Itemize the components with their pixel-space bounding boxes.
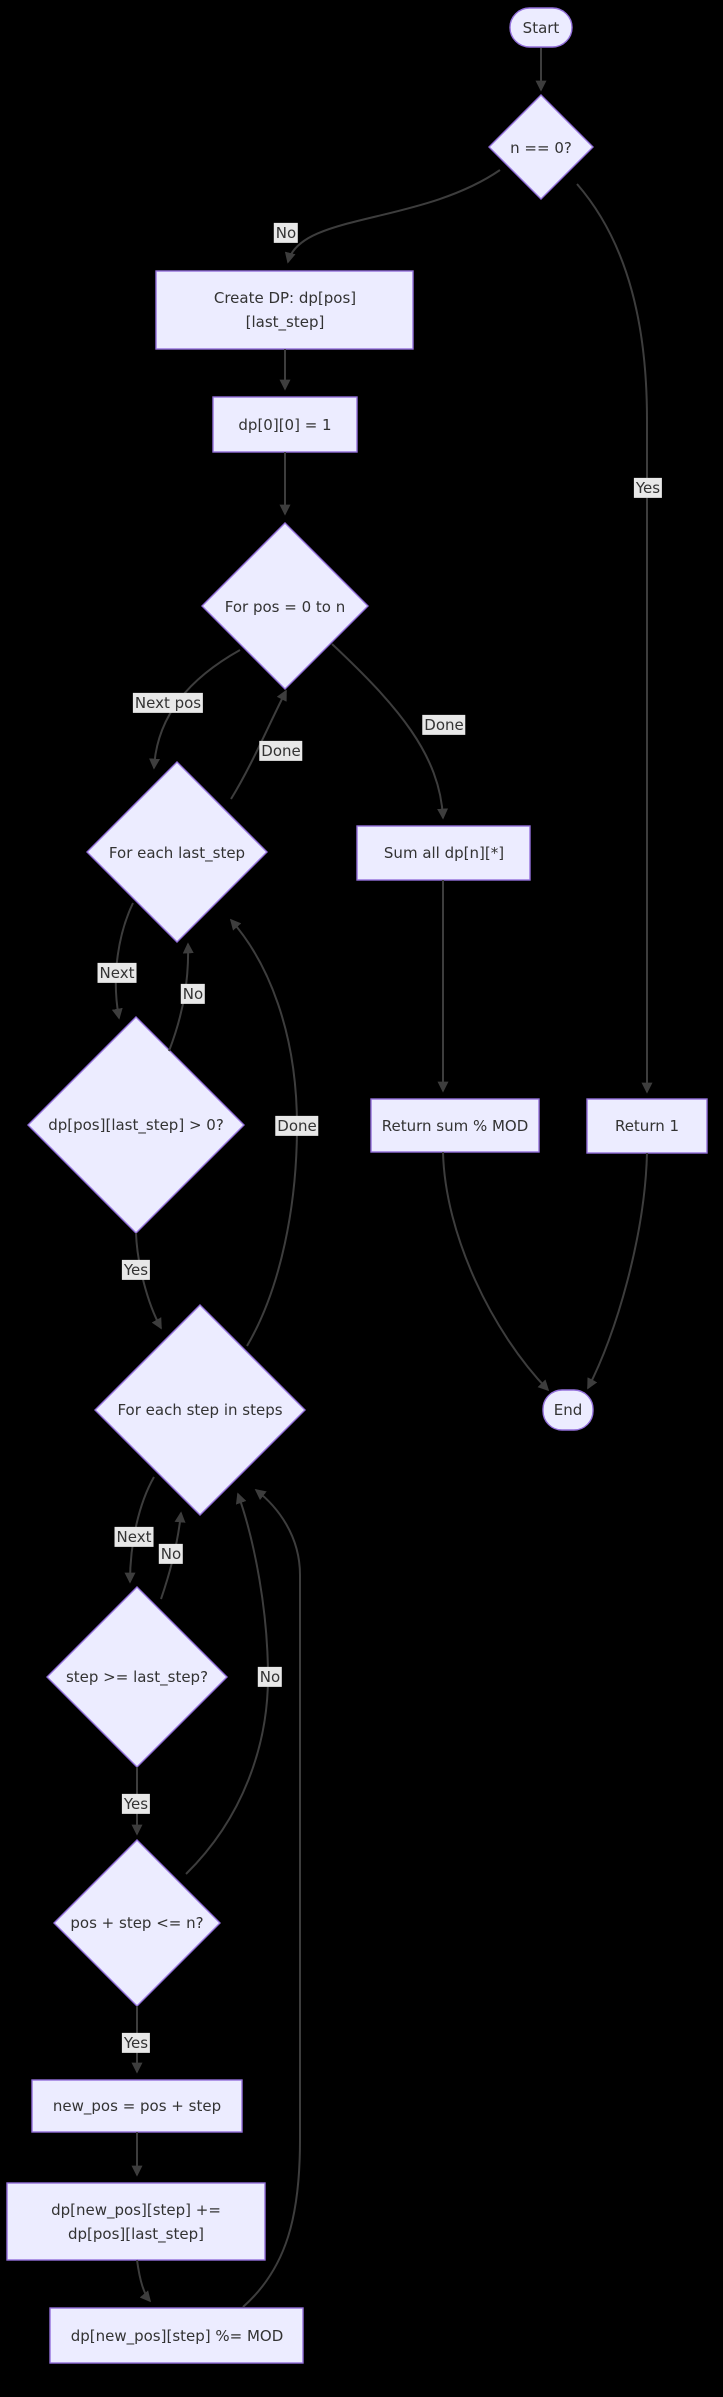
edge-dp-gt0-yes-to-for-step bbox=[135, 1232, 162, 1330]
return-sum-node-shape bbox=[370, 1098, 540, 1153]
return-1-node-shape bbox=[586, 1098, 708, 1154]
edge-for-pos-nextpos-to-for-last bbox=[149, 649, 241, 770]
edge-for-step-next-to-step-ge bbox=[124, 1476, 155, 1584]
mod-node-shape bbox=[49, 2307, 304, 2364]
step-ge-diamond-shape bbox=[46, 1586, 228, 1768]
edge-for-last-done-to-for-pos bbox=[230, 689, 287, 800]
edge-check-n-no-to-create-dp bbox=[284, 169, 501, 264]
edge-return-sum-to-end bbox=[442, 1151, 550, 1392]
update-node-shape bbox=[6, 2182, 266, 2261]
edge-for-step-done-to-for-last bbox=[229, 918, 299, 1347]
for-last-diamond-shape bbox=[86, 761, 268, 943]
create-dp-node-shape bbox=[155, 270, 414, 350]
edge-step-ge-no-to-for-step bbox=[160, 1511, 186, 1600]
edge-mod-loop-to-for-step bbox=[242, 1488, 301, 2308]
new-pos-node-shape bbox=[31, 2079, 243, 2133]
check-n-diamond-shape bbox=[488, 94, 594, 200]
for-step-diamond-shape bbox=[94, 1304, 306, 1516]
init-node-shape bbox=[212, 396, 358, 453]
edge-update-to-mod bbox=[136, 2259, 152, 2303]
end-node-shape bbox=[542, 1389, 594, 1431]
edge-for-last-next-to-dp-gt0 bbox=[111, 902, 134, 1020]
start-node-shape bbox=[509, 7, 573, 48]
edge-dp-gt0-no-to-for-last bbox=[168, 942, 194, 1052]
edge-return-1-to-end bbox=[587, 1152, 648, 1390]
sum-all-node-shape bbox=[356, 825, 531, 881]
dp-gt0-diamond-shape bbox=[27, 1016, 245, 1234]
edge-check-n-yes-to-return-1 bbox=[576, 183, 653, 1094]
edge-for-pos-done-to-sum-all bbox=[331, 643, 449, 820]
for-pos-diamond-shape bbox=[201, 522, 369, 690]
